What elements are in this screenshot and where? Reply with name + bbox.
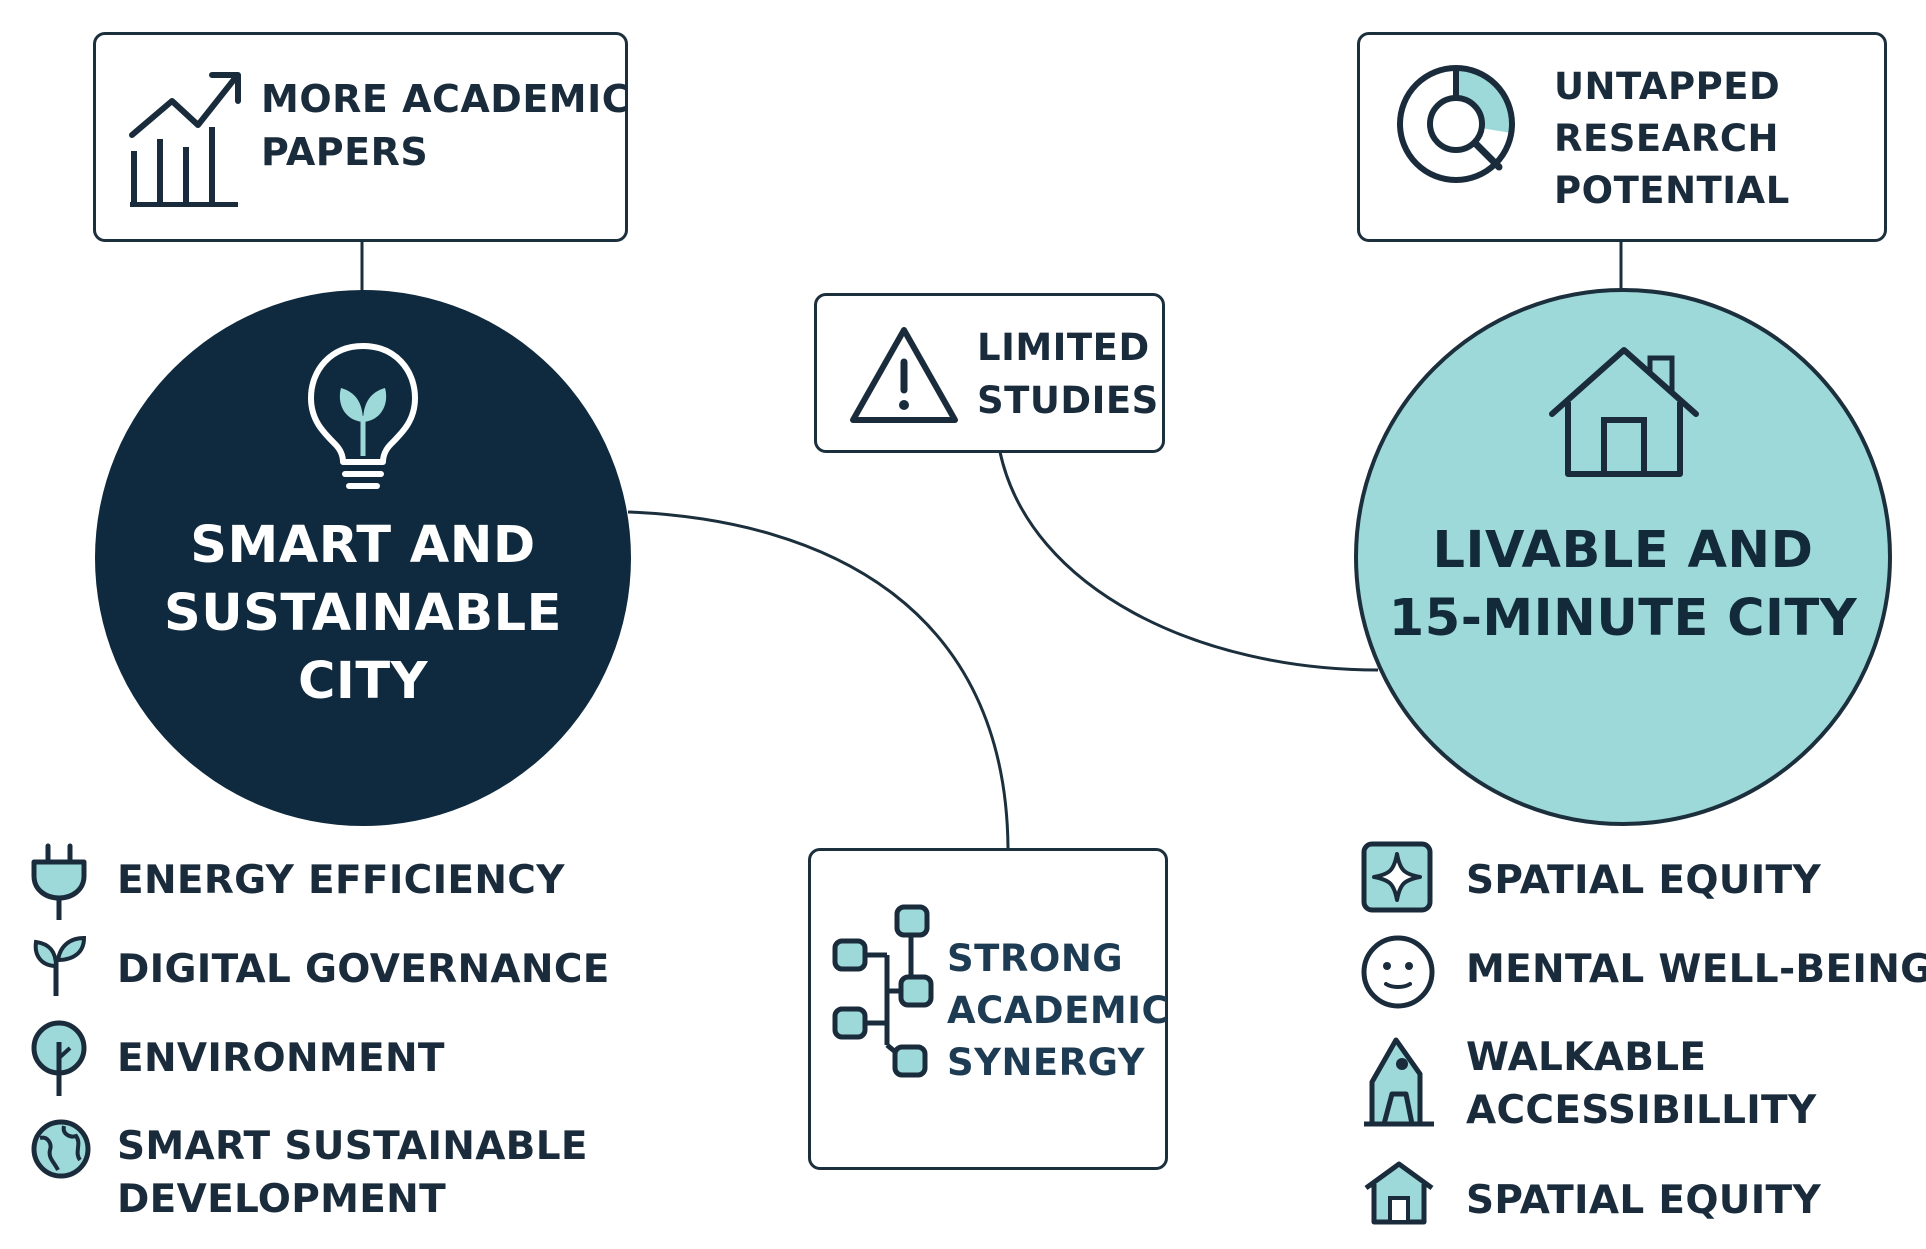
more-academic-papers-box: MORE ACADEMIC PAPERS xyxy=(93,32,631,242)
sparkle-square-icon xyxy=(1361,841,1433,913)
walkable-accessibility-label: WALKABLE ACCESSIBILLITY xyxy=(1466,1035,1817,1133)
sprout-icon xyxy=(33,935,87,996)
magnify-pie-chart-icon xyxy=(1397,65,1515,183)
home-small-icon xyxy=(1364,1161,1434,1225)
untapped-research-potential-box: UNTAPPED RESEARCH POTENTIAL xyxy=(1357,32,1887,242)
limited-studies-box: LIMITED STUDIES xyxy=(814,293,1165,453)
lightbulb-leaf-icon xyxy=(308,343,418,489)
plug-icon xyxy=(31,843,87,920)
limited-studies-label: LIMITED STUDIES xyxy=(977,326,1159,422)
smart-sustainable-city-node: SMART AND SUSTAINABLE CITY xyxy=(95,290,631,826)
mental-well-being-label: MENTAL WELL-BEING xyxy=(1466,947,1926,992)
more-academic-papers-label: MORE ACADEMIC PAPERS xyxy=(261,77,631,174)
smart-sustainable-city-title: SMART AND SUSTAINABLE CITY xyxy=(163,516,562,711)
digital-governance-label: DIGITAL GOVERNANCE xyxy=(117,947,610,992)
trend-chart-icon xyxy=(129,72,241,207)
spatial-equity-second-label: SPATIAL EQUITY xyxy=(1466,1178,1821,1223)
environment-label: ENVIRONMENT xyxy=(117,1036,445,1081)
globe-icon xyxy=(31,1119,91,1179)
strong-academic-synergy-label: STRONG ACADEMIC SYNERGY xyxy=(947,937,1170,1084)
strong-academic-synergy-box: STRONG ACADEMIC SYNERGY xyxy=(808,848,1170,1170)
connector-smart-to-synergy xyxy=(627,510,1010,849)
livable-15-minute-city-node: LIVABLE AND 15-MINUTE CITY xyxy=(1354,288,1892,826)
spatial-equity-label: SPATIAL EQUITY xyxy=(1466,858,1821,903)
warning-triangle-icon xyxy=(850,327,958,423)
network-tree-icon xyxy=(832,904,934,1078)
untapped-research-potential-label: UNTAPPED RESEARCH POTENTIAL xyxy=(1554,65,1790,212)
smiley-face-icon xyxy=(1361,935,1435,1009)
energy-efficiency-label: ENERGY EFFICIENCY xyxy=(117,858,565,903)
tree-icon xyxy=(31,1020,87,1096)
smart-sustainable-development-label: SMART SUSTAINABLE DEVELOPMENT xyxy=(117,1124,588,1222)
livable-15-minute-city-title: LIVABLE AND 15-MINUTE CITY xyxy=(1388,521,1858,648)
walking-figure-icon xyxy=(1364,1037,1434,1127)
connector-studies-to-livable xyxy=(998,451,1379,672)
house-icon xyxy=(1549,347,1699,477)
